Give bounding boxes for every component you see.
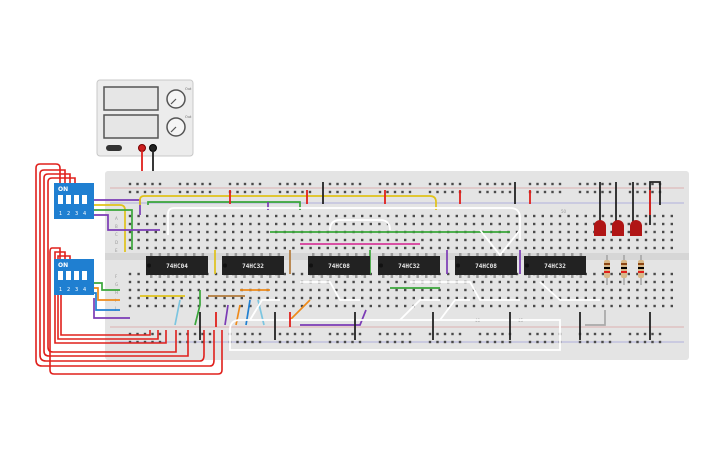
ic-chip-6[interactable]: 74HC32 bbox=[524, 253, 586, 278]
led-2[interactable] bbox=[612, 220, 624, 236]
ic-chip-label: 74HC32 bbox=[242, 263, 264, 270]
row-letter-j: J bbox=[114, 306, 116, 311]
dip-switch-top[interactable]: ON 1 2 3 4 bbox=[54, 183, 94, 219]
dip-top-toggle-4[interactable] bbox=[82, 195, 87, 204]
row-letter-g: G bbox=[115, 282, 118, 287]
column-mark-50: 50 bbox=[561, 209, 567, 214]
white-jumper-wires[interactable] bbox=[167, 207, 600, 351]
dip-bottom-toggle-1[interactable] bbox=[58, 271, 63, 280]
led-3[interactable] bbox=[630, 220, 642, 236]
row-letter-c: C bbox=[115, 232, 118, 237]
resistor-2[interactable] bbox=[621, 255, 627, 285]
dip-top-num-1: 1 bbox=[59, 211, 62, 217]
row-letter-b: B bbox=[115, 224, 118, 229]
row-letter-e: E bbox=[115, 248, 118, 253]
psu-terminal-positive bbox=[138, 144, 146, 152]
row-letter-f: F bbox=[115, 274, 118, 279]
dip-bottom-num-1: 1 bbox=[59, 287, 62, 293]
dip-switch-bottom[interactable]: ON 1 2 3 4 bbox=[54, 259, 94, 295]
resistor-1[interactable] bbox=[604, 255, 610, 285]
dip-bottom-toggle-2[interactable] bbox=[66, 271, 71, 280]
dip-top-toggle-2[interactable] bbox=[66, 195, 71, 204]
dip-bottom-toggle-3[interactable] bbox=[74, 271, 79, 280]
input-loop-wires[interactable] bbox=[35, 163, 223, 375]
ic-chip-3[interactable]: 74HC08 bbox=[308, 253, 370, 278]
ic-chip-label: 74HC32 bbox=[544, 263, 566, 270]
psu-display-top bbox=[103, 86, 159, 111]
ic-chip-label: 74HC08 bbox=[475, 263, 497, 270]
ic-chip-1[interactable]: 74HC04 bbox=[146, 253, 208, 278]
ic-chip-label: 74HC04 bbox=[166, 263, 188, 270]
dip-bottom-toggle-4[interactable] bbox=[82, 271, 87, 280]
row-letter-h: H bbox=[115, 290, 118, 295]
ic-chip-5[interactable]: 74HC08 bbox=[455, 253, 517, 278]
dip-bottom-num-2: 2 bbox=[67, 287, 70, 293]
dip-top-toggle-3[interactable] bbox=[74, 195, 79, 204]
power-supply[interactable]: Out Out bbox=[96, 79, 194, 157]
psu-power-switch[interactable] bbox=[106, 145, 122, 151]
psu-terminal-negative bbox=[149, 144, 157, 152]
row-letter-a: A bbox=[115, 216, 118, 221]
dip-top-num-2: 2 bbox=[67, 211, 70, 217]
dip-top-num-3: 3 bbox=[75, 211, 78, 217]
ic-chip-4[interactable]: 74HC32 bbox=[378, 253, 440, 278]
row-letter-d: D bbox=[115, 240, 118, 245]
ic-chip-2[interactable]: 74HC32 bbox=[222, 253, 284, 278]
ic-chip-label: 74HC08 bbox=[328, 263, 350, 270]
psu-knob-label-1: Out bbox=[185, 87, 192, 91]
power-jumpers[interactable] bbox=[199, 181, 661, 340]
psu-knob-label-2: Out bbox=[185, 115, 192, 119]
dip-top-num-4: 4 bbox=[83, 211, 86, 217]
led-1[interactable] bbox=[594, 220, 606, 236]
dip-bottom-on-label: ON bbox=[58, 262, 68, 269]
dip-top-on-label: ON bbox=[58, 186, 68, 193]
dip-top-toggle-1[interactable] bbox=[58, 195, 63, 204]
ic-chip-label: 74HC32 bbox=[398, 263, 420, 270]
resistor-3[interactable] bbox=[638, 255, 644, 285]
dip-bottom-num-3: 3 bbox=[75, 287, 78, 293]
psu-display-bottom bbox=[103, 114, 159, 139]
dip-bottom-num-4: 4 bbox=[83, 287, 86, 293]
